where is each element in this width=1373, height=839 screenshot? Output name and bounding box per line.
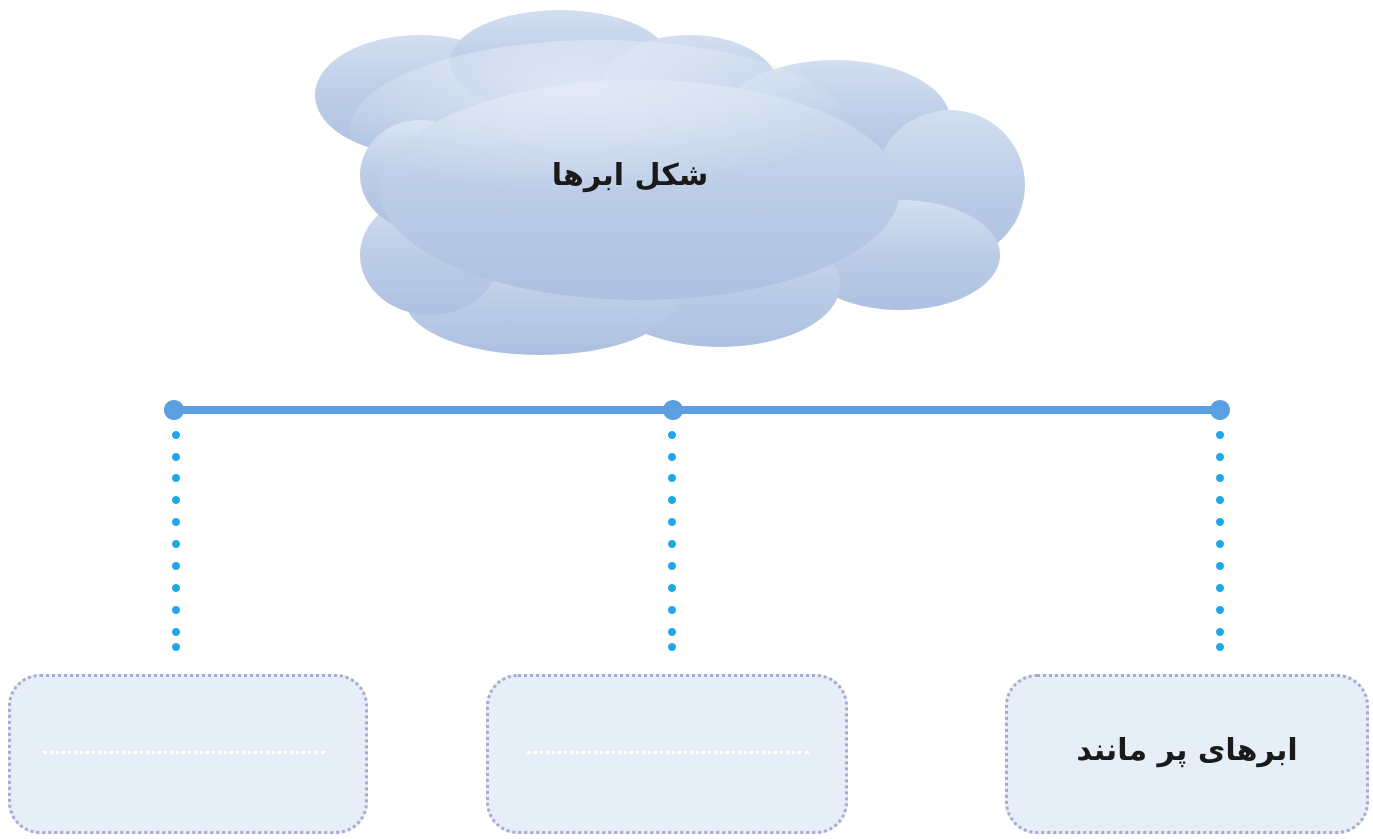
connector-node-left [164,400,184,420]
answer-box-left[interactable] [8,674,368,834]
connector-node-middle [663,400,683,420]
box-feathery-clouds: ابرهای پر مانند [1005,674,1369,834]
blank-answer-line [43,751,325,754]
connector-node-right [1210,400,1230,420]
answer-box-middle[interactable] [486,674,848,834]
cloud-shape [315,10,1025,355]
dotted-connector-middle [668,431,676,651]
dotted-connector-left [172,431,180,651]
dotted-connector-right [1216,431,1224,651]
connector-bar [164,400,1230,420]
cloud-title: شکل ابرها [551,158,709,193]
box-label-right: ابرهای پر مانند [1076,733,1298,768]
blank-answer-line [527,751,809,754]
